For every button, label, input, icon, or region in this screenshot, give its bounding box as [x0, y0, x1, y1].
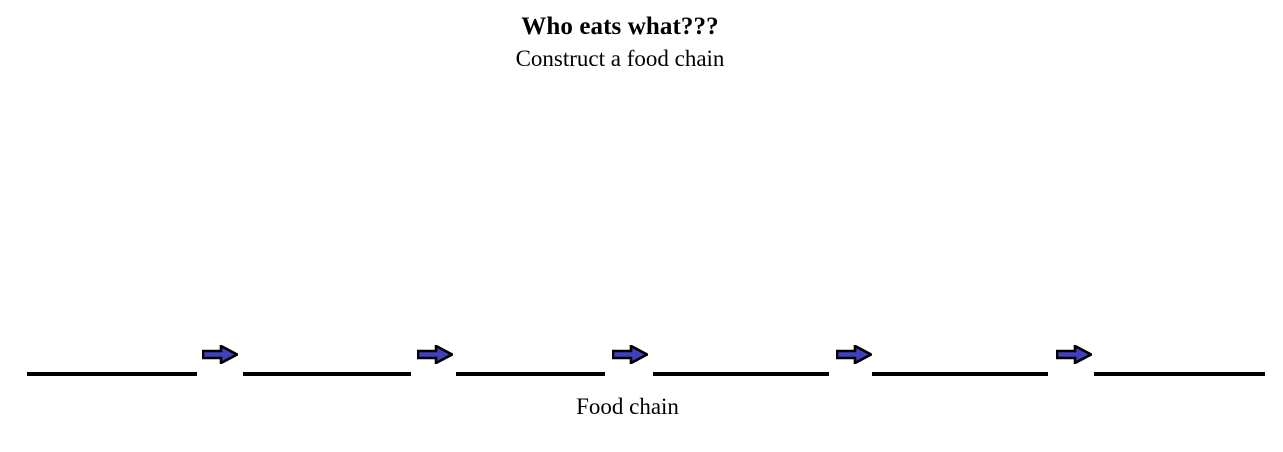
blank-line-3[interactable] [456, 372, 605, 376]
page-title: Who eats what??? [521, 13, 719, 40]
right-arrow-icon [202, 345, 238, 364]
diagram-caption: Food chain [576, 394, 679, 419]
blank-line-4[interactable] [653, 372, 829, 376]
right-arrow-icon [417, 345, 453, 364]
page-subtitle: Construct a food chain [515, 46, 725, 71]
right-arrow-icon [1056, 345, 1092, 364]
heading-block: Who eats what??? Construct a food chain [0, 12, 1240, 74]
blank-line-5[interactable] [872, 372, 1048, 376]
blank-line-2[interactable] [243, 372, 411, 376]
blank-line-6[interactable] [1094, 372, 1265, 376]
blank-line-1[interactable] [27, 372, 197, 376]
right-arrow-icon [836, 345, 872, 364]
right-arrow-icon [612, 345, 648, 364]
